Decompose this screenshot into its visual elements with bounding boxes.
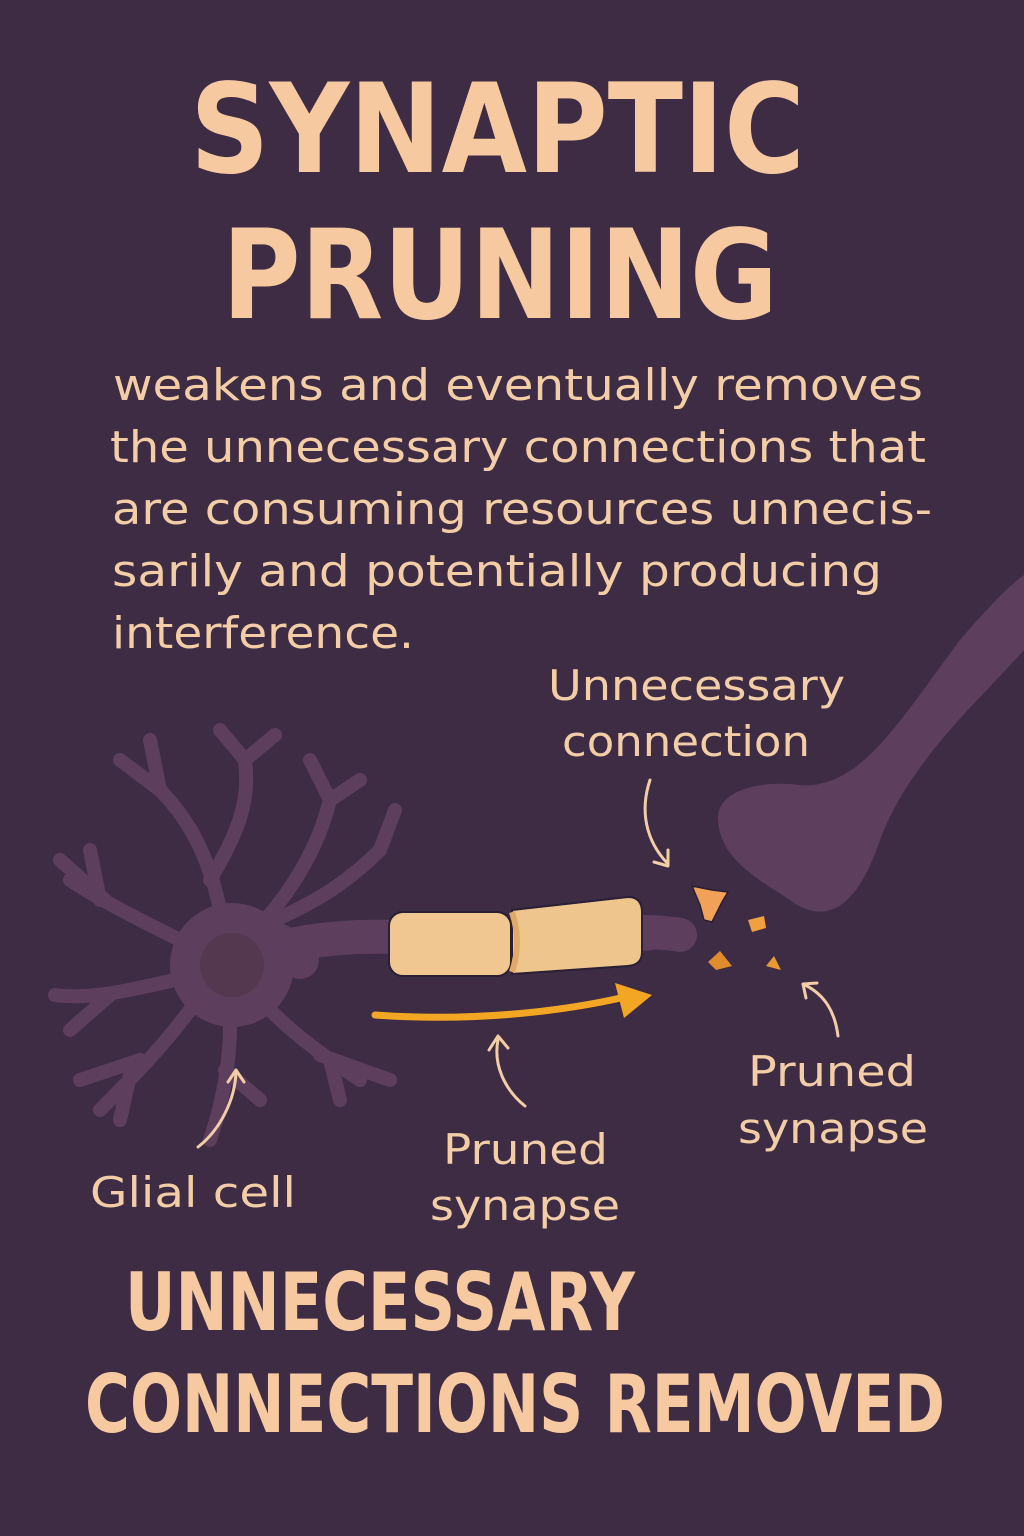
label-pruned-synapse-center: synapse <box>430 1181 620 1230</box>
label-unnecessary-connection: connection <box>562 717 810 766</box>
description-line: are consuming resources unnecis- <box>112 484 932 535</box>
description: weakens and eventually removes the unnec… <box>110 360 932 659</box>
myelin-sheath <box>388 895 643 977</box>
label-glial-cell: Glial cell <box>90 1168 296 1217</box>
description-line: the unnecessary connections that <box>110 422 926 473</box>
title-line-2: PRUNING <box>222 204 778 348</box>
callout-arrows <box>196 778 840 1149</box>
signal-arrow <box>371 983 652 1021</box>
description-line: weakens and eventually removes <box>113 360 923 411</box>
description-line: interference. <box>112 608 414 659</box>
axon-terminal <box>717 575 1024 912</box>
arrow-to-glial-cell-icon <box>196 1068 246 1149</box>
arrow-to-connection-icon <box>643 778 670 868</box>
pruned-fragments <box>690 884 781 970</box>
title-line-1: SYNAPTIC <box>190 58 805 202</box>
label-pruned-synapse-right: Pruned <box>748 1047 916 1096</box>
description-line: sarily and potentially producing <box>112 546 882 597</box>
footer-line-1: UNNECESSARY <box>125 1256 636 1349</box>
arrow-to-center-synapse-icon <box>487 1034 527 1108</box>
footer-line-2: CONNECTIONS REMOVED <box>85 1358 945 1451</box>
label-pruned-synapse-center: Pruned <box>443 1125 608 1174</box>
label-pruned-synapse-right: synapse <box>738 1104 928 1153</box>
label-unnecessary-connection: Unnecessary <box>548 661 845 710</box>
arrow-to-right-synapse-icon <box>801 981 840 1038</box>
